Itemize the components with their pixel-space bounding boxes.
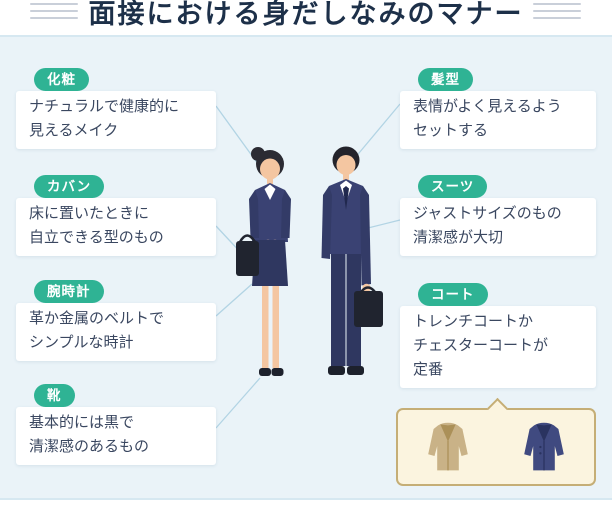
trench-coat-icon bbox=[428, 422, 468, 471]
card-suit-label: スーツ bbox=[418, 175, 488, 198]
card-watch: 腕時計 革か金属のベルトで シンプルな時計 bbox=[16, 280, 216, 361]
card-suit-text: ジャストサイズのもの 清潔感が大切 bbox=[413, 205, 562, 246]
connector-line-makeup bbox=[215, 105, 259, 165]
card-bag-text: 床に置いたときに 自立できる型のもの bbox=[29, 205, 164, 246]
card-shoes: 靴 基本的には黒で 清潔感のあるもの bbox=[16, 384, 216, 465]
card-coat-label: コート bbox=[418, 283, 488, 306]
card-suit: スーツ ジャストサイズのもの 清潔感が大切 bbox=[400, 175, 596, 256]
people-illustration bbox=[236, 146, 383, 376]
coat-examples-box bbox=[396, 397, 596, 486]
connector-line-suit bbox=[367, 219, 401, 229]
card-bag-label: カバン bbox=[34, 175, 105, 198]
woman-illustration bbox=[236, 147, 291, 376]
necktie-shape bbox=[343, 186, 349, 210]
card-hairstyle: 髪型 表情がよく見えるよう セットする bbox=[400, 68, 596, 149]
card-bag: カバン 床に置いたときに 自立できる型のもの bbox=[16, 175, 216, 256]
card-hairstyle-label: 髪型 bbox=[418, 68, 473, 91]
card-coat-text: トレンチコートか チェスターコートが 定番 bbox=[413, 313, 549, 378]
card-makeup-text: ナチュラルで健康的に 見えるメイク bbox=[29, 98, 180, 139]
connector-line-shoes bbox=[215, 377, 261, 429]
connector-line-hairstyle bbox=[353, 103, 401, 160]
card-makeup-label: 化粧 bbox=[34, 68, 89, 91]
handbag-shape bbox=[236, 241, 259, 276]
chester-coat-icon bbox=[524, 422, 564, 471]
card-makeup: 化粧 ナチュラルで健康的に 見えるメイク bbox=[16, 68, 216, 149]
man-shoes-shape bbox=[328, 366, 345, 375]
card-shoes-label: 靴 bbox=[34, 384, 75, 407]
footer-strip bbox=[0, 498, 612, 508]
header: 面接における身だしなみのマナー bbox=[0, 0, 612, 37]
decor-lines-left-icon bbox=[30, 3, 78, 24]
card-watch-text: 革か金属のベルトで シンプルな時計 bbox=[29, 310, 165, 351]
man-illustration bbox=[321, 146, 383, 375]
page-title: 面接における身だしなみのマナー bbox=[88, 0, 524, 29]
card-shoes-text: 基本的には黒で 清潔感のあるもの bbox=[29, 414, 150, 455]
briefcase-shape bbox=[354, 291, 383, 327]
decor-lines-right-icon bbox=[533, 3, 581, 24]
connector-line-watch bbox=[215, 283, 253, 317]
card-coat: コート トレンチコートか チェスターコートが 定番 bbox=[400, 283, 596, 388]
woman-shoes-shape bbox=[259, 368, 271, 376]
card-hairstyle-text: 表情がよく見えるよう セットする bbox=[413, 98, 562, 139]
card-watch-label: 腕時計 bbox=[34, 280, 104, 303]
